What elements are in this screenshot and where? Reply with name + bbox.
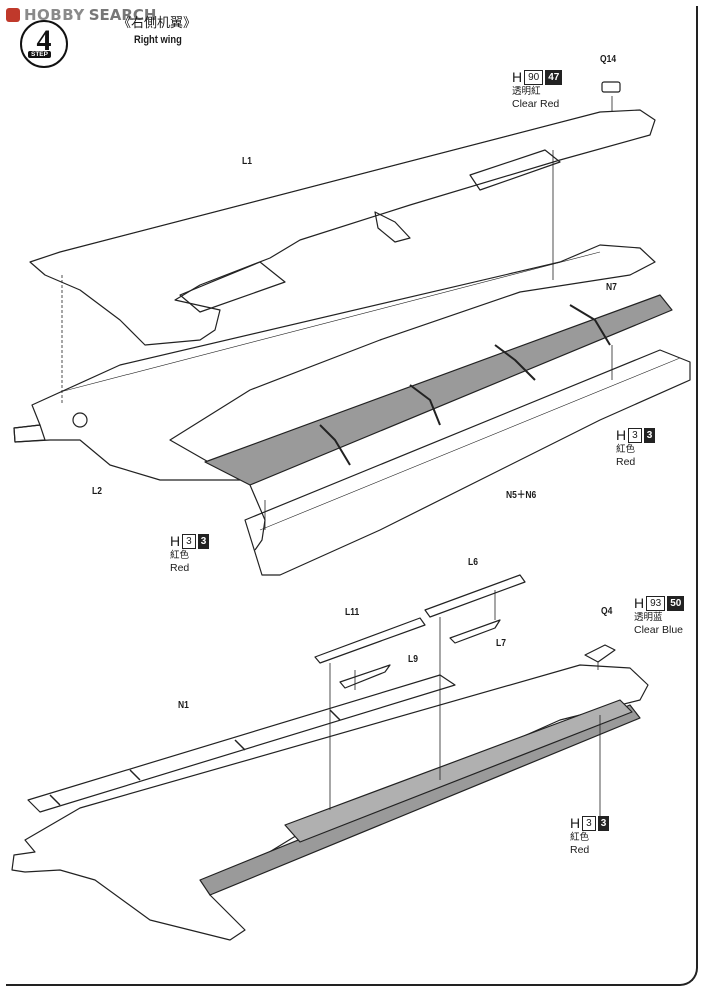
paint-code-b: 3 bbox=[643, 428, 656, 443]
paint-name-cn: 紅色 bbox=[570, 832, 590, 843]
flap-track-n7 bbox=[204, 294, 673, 486]
label-q4: Q4 bbox=[601, 606, 613, 617]
paint-code-a: 3 bbox=[182, 534, 196, 549]
label-n7: N7 bbox=[606, 282, 617, 293]
paint-prefix: H bbox=[570, 815, 581, 831]
paint-name-en: Clear Red bbox=[512, 98, 560, 110]
leading-edge-n1 bbox=[27, 674, 456, 813]
label-l1: L1 bbox=[242, 156, 252, 167]
title-chinese: 《右側机翼》 bbox=[118, 16, 197, 31]
part-l6 bbox=[424, 574, 526, 618]
paint-code-a: 3 bbox=[628, 428, 642, 443]
watermark: HOBBY SEARCH bbox=[6, 6, 157, 24]
paint-code-b: 3 bbox=[197, 534, 210, 549]
label-n5n6: N5＋N6 bbox=[506, 490, 537, 501]
paint-name-cn: 紅色 bbox=[170, 550, 190, 561]
watermark-logo-icon bbox=[6, 8, 20, 22]
label-l7: L7 bbox=[496, 638, 506, 649]
watermark-brand-a: HOBBY bbox=[24, 6, 85, 24]
label-l9: L9 bbox=[408, 654, 418, 665]
part-l11 bbox=[314, 617, 426, 664]
paint-name-en: Red bbox=[570, 844, 590, 856]
paint-code-b: 50 bbox=[667, 596, 685, 611]
paint-name-cn: 紅色 bbox=[616, 444, 636, 455]
paint-code-a: 90 bbox=[524, 70, 544, 85]
step-number: 4 bbox=[36, 24, 52, 57]
paint-code-a: 3 bbox=[582, 816, 596, 831]
paint-prefix: H bbox=[512, 69, 523, 85]
title-english: Right wing bbox=[134, 34, 182, 46]
paint-prefix: H bbox=[634, 595, 645, 611]
paint-prefix: H bbox=[170, 533, 181, 549]
paint-code-b: 47 bbox=[545, 70, 563, 85]
light-q4 bbox=[584, 644, 616, 663]
step-label: STEP bbox=[28, 51, 51, 58]
wing-upper-panel-l1 bbox=[29, 109, 656, 346]
paint-name-en: Clear Blue bbox=[634, 624, 684, 636]
paint-name-en: Red bbox=[170, 562, 190, 574]
label-n1: N1 bbox=[178, 700, 189, 711]
label-q14: Q14 bbox=[600, 54, 617, 65]
paint-code-a: 93 bbox=[646, 596, 666, 611]
label-l11: L11 bbox=[345, 607, 360, 618]
label-l6: L6 bbox=[468, 557, 478, 568]
light-q14 bbox=[601, 81, 621, 93]
page-frame bbox=[6, 6, 698, 986]
paint-code-b: 3 bbox=[597, 816, 610, 831]
paint-name-en: Red bbox=[616, 456, 636, 468]
paint-name-cn: 透明紅 bbox=[512, 86, 541, 97]
label-l2: L2 bbox=[92, 486, 102, 497]
flap-assembly-n5n6 bbox=[244, 349, 691, 576]
step-badge: 4 STEP bbox=[20, 20, 68, 68]
paint-prefix: H bbox=[616, 427, 627, 443]
watermark-brand-b: SEARCH bbox=[88, 6, 157, 24]
paint-name-cn: 透明蓝 bbox=[634, 612, 663, 623]
